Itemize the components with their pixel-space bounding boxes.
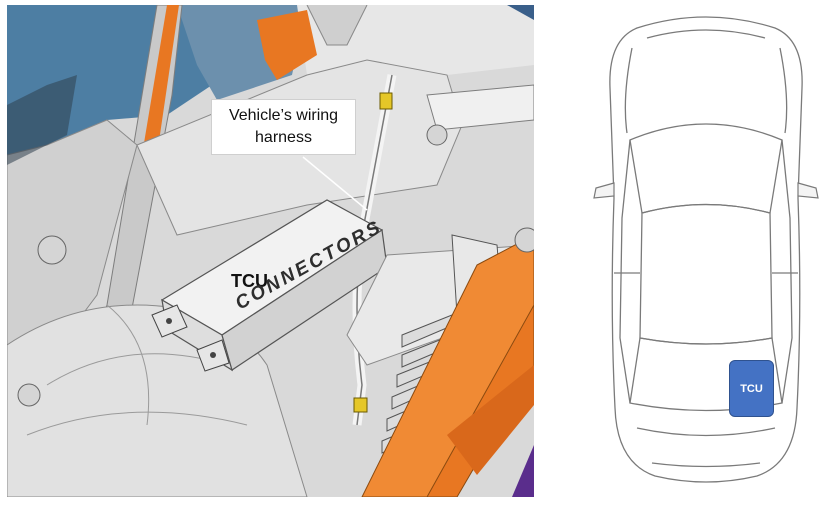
callout-line-2: harness <box>255 129 312 146</box>
tcu-location-marker: TCU <box>729 360 774 417</box>
callout-line-1: Vehicle’s wiring <box>228 107 339 124</box>
tcu-render-label: TCU <box>231 271 268 291</box>
cad-render-panel <box>7 5 534 497</box>
vehicle-interior-cad-render <box>7 5 534 497</box>
wiring-harness-callout: Vehicle’s wiring harness <box>211 99 356 155</box>
car-top-view-outline <box>593 16 819 483</box>
